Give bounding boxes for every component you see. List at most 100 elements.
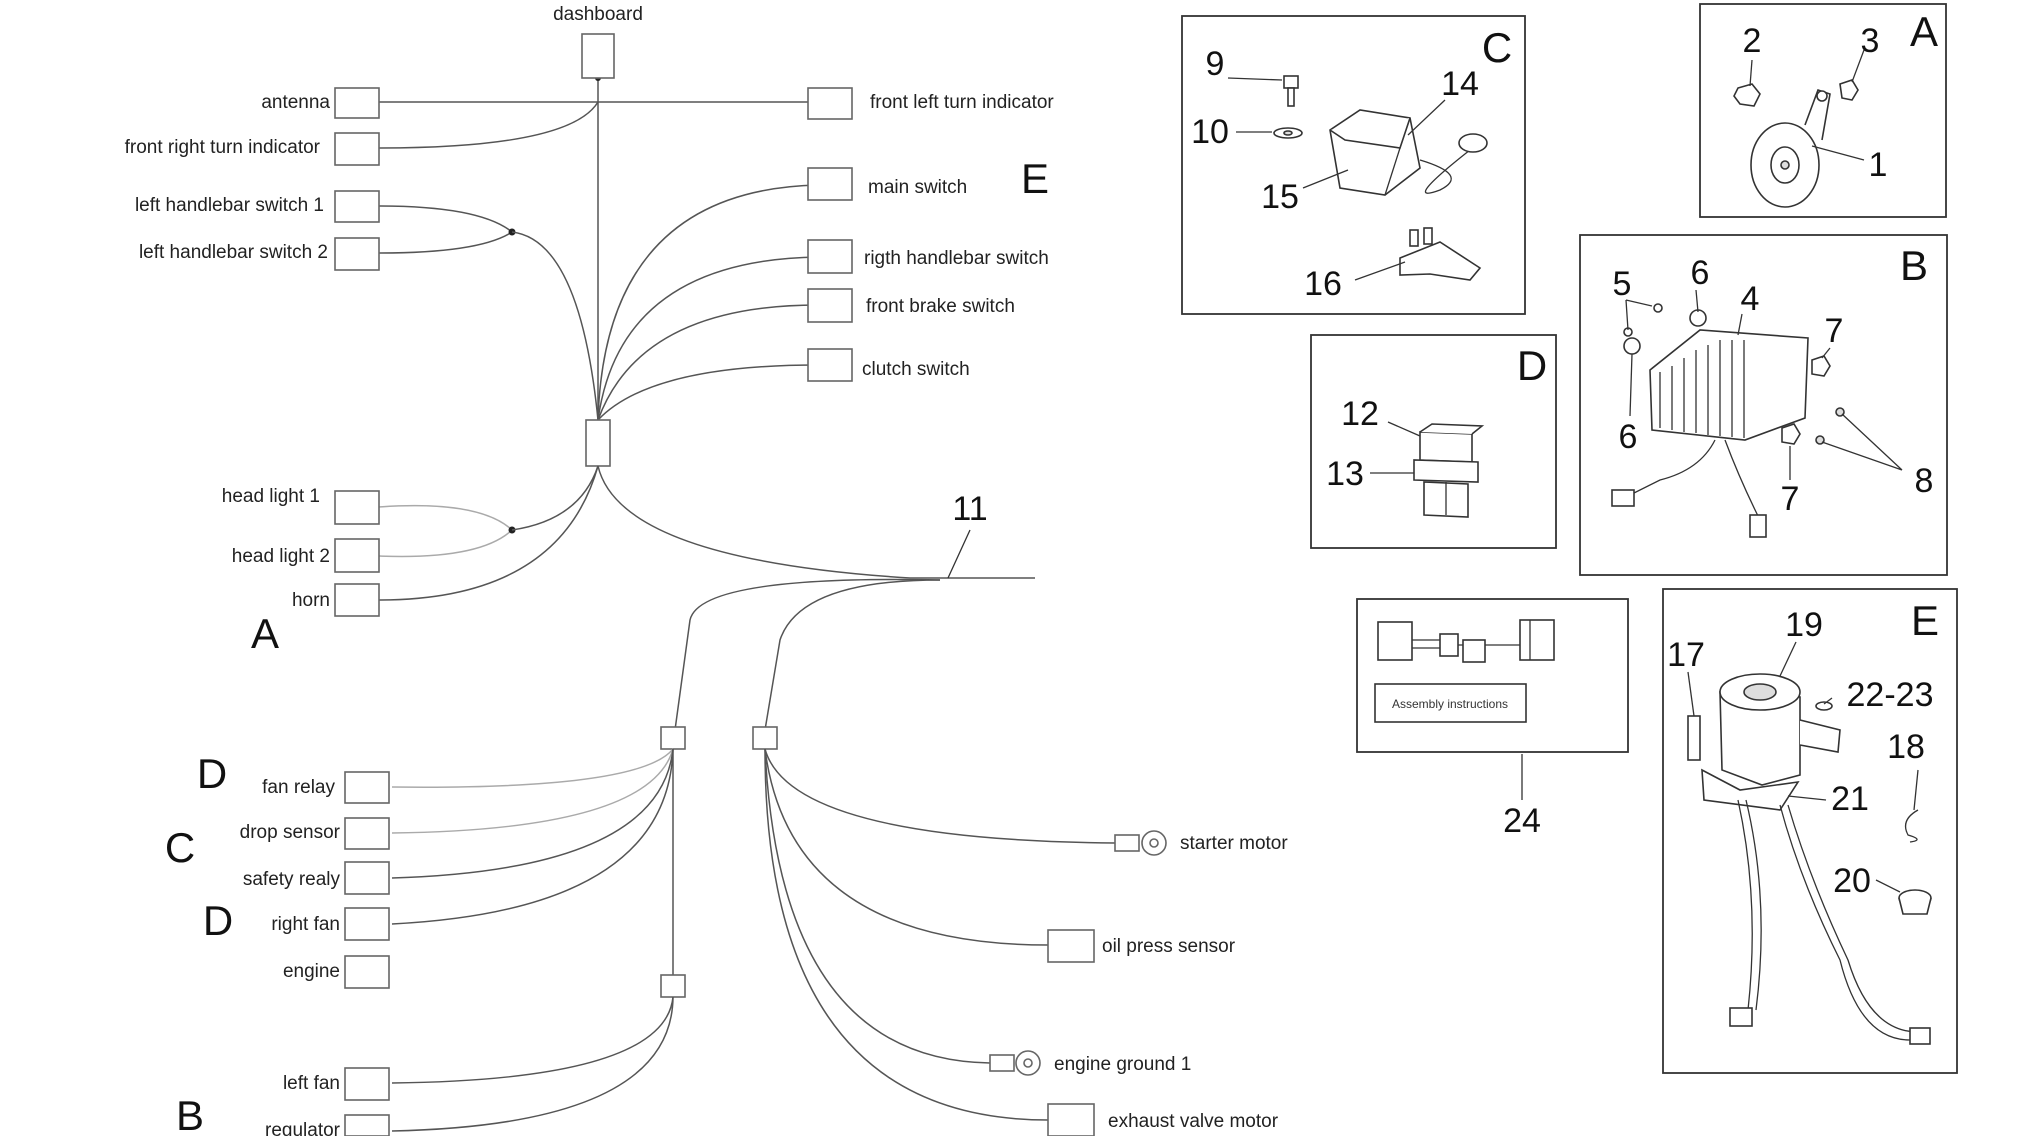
- head-light-1-connector: [334, 490, 380, 525]
- ref-4-leader: [1737, 313, 1743, 336]
- antenna-connector: [334, 87, 380, 119]
- ref-12-leader: [1387, 421, 1421, 437]
- screw-part: [1283, 75, 1299, 107]
- front-brake-switch-wire: [597, 304, 819, 421]
- front-left-turn-label: front left turn indicator: [870, 92, 1054, 113]
- safety-relay-wire: [391, 748, 674, 879]
- upper-splice-hub: [585, 419, 611, 467]
- ref-16: 16: [1304, 265, 1342, 303]
- horn-washer-part: [1839, 79, 1859, 101]
- ref-21-leader: [1787, 795, 1827, 801]
- ref-15-leader: [1302, 169, 1349, 189]
- panel-d-letter: D: [1517, 342, 1547, 389]
- ref-15: 15: [1261, 178, 1299, 216]
- dashboard-label: dashboard: [553, 4, 643, 25]
- clutch-switch-wire: [597, 364, 819, 421]
- horn-wire: [378, 465, 599, 601]
- ref-18-leader: [1913, 769, 1919, 811]
- fan-relay-part: [1413, 423, 1485, 518]
- ref-1-leader: [1811, 145, 1865, 161]
- panel-d: D 12 13: [1310, 334, 1557, 549]
- ref-17: 17: [1667, 636, 1705, 674]
- exhaust-valve-wire: [764, 748, 1049, 1121]
- ref-4: 4: [1741, 280, 1760, 318]
- head-light-2-wire: [378, 529, 513, 558]
- left-fan-connector: [344, 1067, 390, 1101]
- exhaust-valve-connector: [1047, 1103, 1095, 1136]
- ref-17-leader: [1687, 671, 1695, 717]
- connectors: [334, 33, 1167, 1136]
- right-handlebar-switch-label: rigth handlebar switch: [864, 248, 1049, 269]
- ref-7a-leader: [1821, 347, 1831, 359]
- regulator-part: [1611, 329, 1809, 538]
- lh-switch-2-connector: [334, 237, 380, 271]
- ref-14: 14: [1441, 65, 1479, 103]
- harness-ref-label: 11: [952, 490, 987, 528]
- panel-b: B 5 6 4 7: [1579, 234, 1948, 576]
- safety-relay-connector: [344, 861, 390, 895]
- panel-e: E 17: [1662, 588, 1958, 1074]
- engine-ground-ring-terminal: [989, 1050, 1041, 1076]
- ref-12: 12: [1341, 395, 1379, 433]
- horn-label: horn: [292, 590, 330, 611]
- horn-connector: [334, 583, 380, 617]
- ref-22-23-leader: [1823, 697, 1833, 705]
- oil-press-sensor-connector: [1047, 929, 1095, 963]
- ref-3-leader: [1851, 49, 1865, 83]
- drop-sensor-label: drop sensor: [240, 822, 341, 843]
- right-fan-connector: [344, 907, 390, 941]
- ref-19: 19: [1785, 606, 1823, 644]
- drop-sensor-part: [1329, 109, 1488, 196]
- lh-switch-1-wire: [378, 205, 513, 233]
- horn-part: [1750, 88, 1831, 208]
- ref-7a: 7: [1825, 312, 1844, 350]
- ref-2: 2: [1743, 22, 1762, 60]
- main-switch-connector: [807, 167, 853, 201]
- horn-nut-part: [1733, 83, 1761, 107]
- front-brake-switch-connector: [807, 288, 853, 323]
- fan-relay-group-letter: D: [197, 750, 227, 797]
- right-handlebar-switch-wire: [597, 256, 819, 421]
- ref-19-leader: [1779, 641, 1797, 677]
- left-fan-wire: [391, 996, 674, 1084]
- right-lower-branch-wire: [764, 579, 941, 731]
- starter-motor-label: starter motor: [1180, 833, 1288, 854]
- regulator-group-letter: B: [176, 1092, 204, 1136]
- left-fan-label: left fan: [283, 1073, 340, 1094]
- ref-6b: 6: [1619, 418, 1638, 456]
- oil-press-sensor-wire: [764, 748, 1049, 946]
- regulator-wire: [391, 996, 674, 1132]
- kit-connector-part: [1377, 619, 1555, 663]
- ignition-switch-part: [1687, 673, 1931, 1045]
- ref-8-leader: [1821, 413, 1903, 471]
- ref-18: 18: [1887, 728, 1925, 766]
- ref-21: 21: [1831, 780, 1869, 818]
- fan-relay-connector: [344, 771, 390, 804]
- exhaust-valve-label: exhaust valve motor: [1108, 1111, 1279, 1132]
- clutch-switch-connector: [807, 348, 853, 382]
- front-right-turn-wire: [378, 101, 599, 149]
- engine-ground-label: engine ground 1: [1054, 1054, 1191, 1075]
- ref-20: 20: [1833, 862, 1871, 900]
- panel-e-letter: E: [1911, 597, 1939, 644]
- regulator-connector: [344, 1114, 390, 1136]
- clutch-switch-label: clutch switch: [862, 359, 970, 380]
- ref-8: 8: [1915, 462, 1934, 500]
- ref-9-leader: [1227, 77, 1283, 81]
- lh-switch-2-label: left handlebar switch 2: [139, 242, 328, 263]
- ref-2-leader: [1749, 59, 1753, 87]
- front-brake-switch-label: front brake switch: [866, 296, 1015, 317]
- ref-16-leader: [1354, 261, 1406, 281]
- front-right-turn-label: front right turn indicator: [125, 137, 321, 158]
- starter-motor-wire: [764, 748, 1116, 844]
- right-fan-group-letter: D: [203, 897, 233, 944]
- horn-group-letter: A: [251, 610, 279, 657]
- safety-relay-label: safety realy: [243, 869, 341, 890]
- wiring-harness: [378, 75, 1116, 1132]
- fan-relay-label: fan relay: [262, 777, 335, 798]
- ref-20-leader: [1875, 879, 1901, 893]
- ref-6b-leader: [1629, 353, 1633, 417]
- ref-5: 5: [1613, 265, 1632, 303]
- lh-switch-junction-dot: [508, 228, 516, 236]
- lh-switch-1-connector: [334, 190, 380, 223]
